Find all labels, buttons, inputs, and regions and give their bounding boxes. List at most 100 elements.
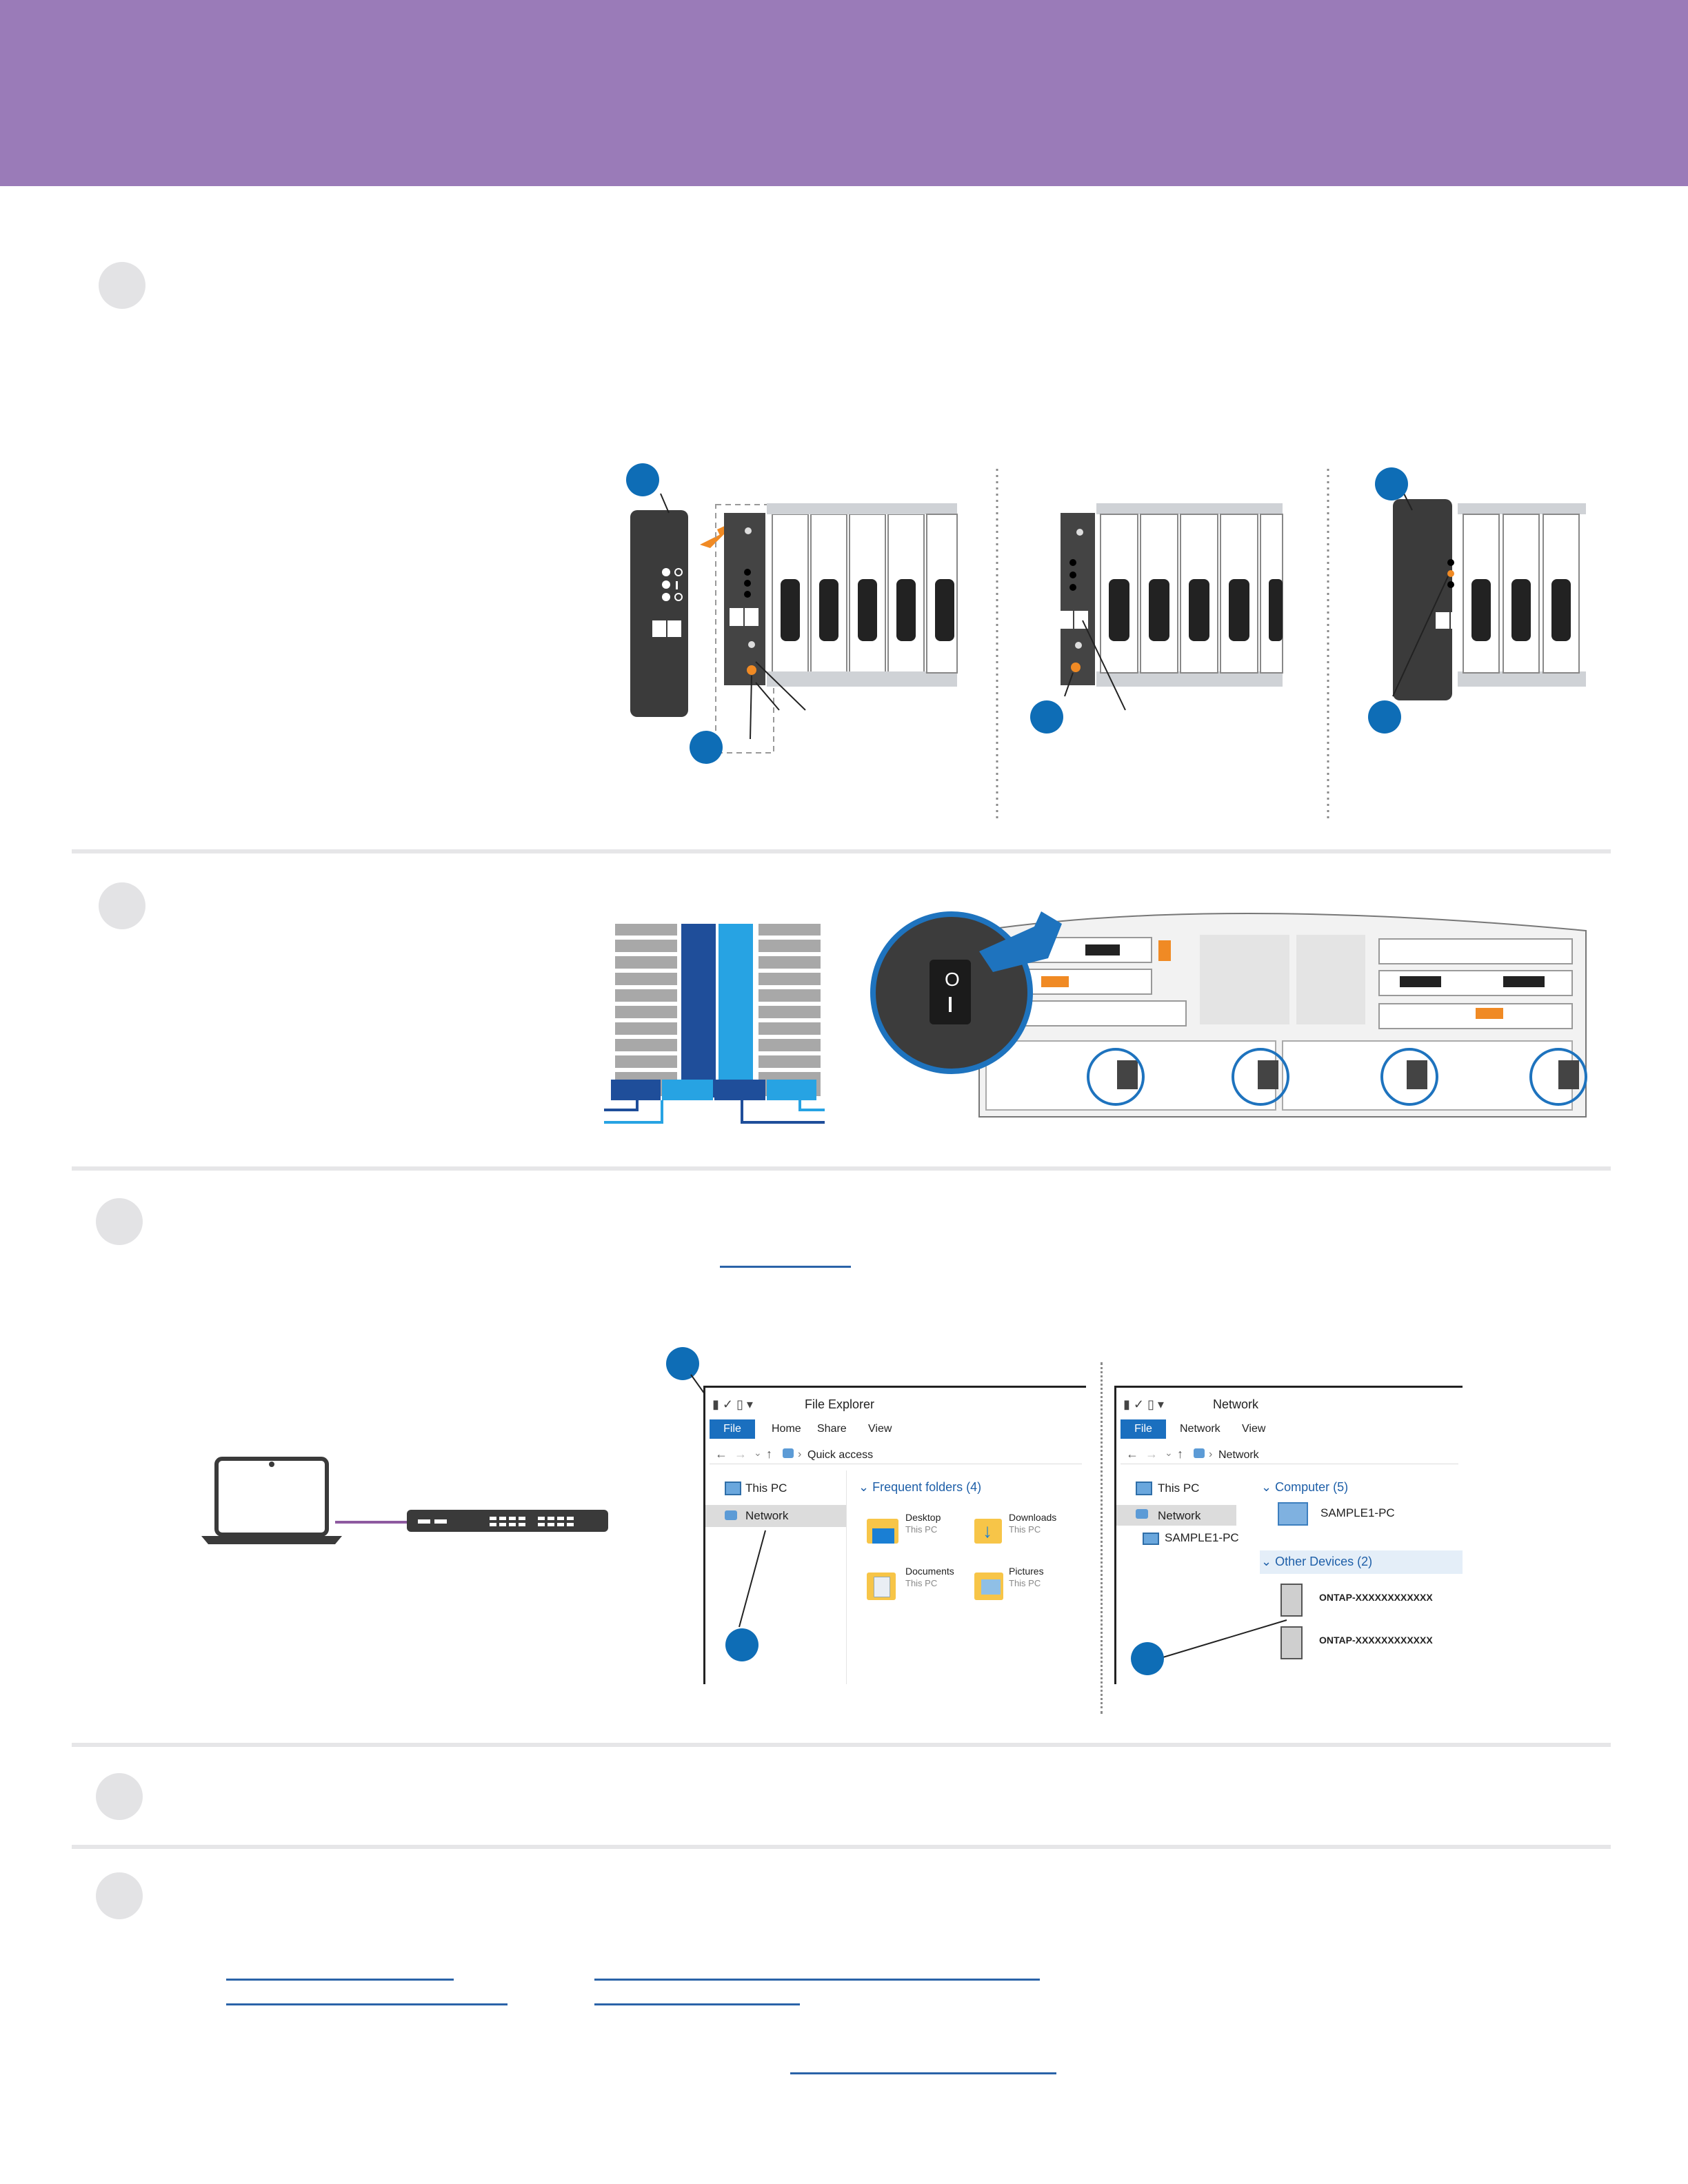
- link-underline[interactable]: [594, 1979, 1040, 1981]
- address-text: Quick access: [807, 1449, 874, 1461]
- folder-location: This PC: [1009, 1524, 1041, 1535]
- computer-icon: [725, 1482, 741, 1495]
- folder-name-desktop[interactable]: Desktop: [905, 1512, 941, 1523]
- storage-device-icon: [1280, 1626, 1303, 1659]
- breadcrumb-chevron-icon: ›: [798, 1448, 802, 1460]
- computer-icon: [1278, 1502, 1308, 1526]
- step-circle-5: [96, 1872, 143, 1919]
- desktop-icon: [872, 1528, 894, 1544]
- link-underline[interactable]: [226, 2003, 508, 2005]
- nav-item-network[interactable]: Network: [745, 1509, 789, 1522]
- header-banner: [0, 0, 1688, 186]
- folder-icon: [974, 1519, 1002, 1544]
- drive-shelf-panel-3: [1368, 467, 1586, 734]
- link-underline[interactable]: [720, 1266, 851, 1268]
- computer-section-header[interactable]: ⌄ Computer (5): [1261, 1480, 1348, 1495]
- tab-view[interactable]: View: [1242, 1423, 1266, 1435]
- computer-item[interactable]: SAMPLE1-PC: [1320, 1506, 1395, 1519]
- nav-item-sample-pc[interactable]: SAMPLE1-PC: [1165, 1531, 1239, 1544]
- folder-location: This PC: [905, 1578, 938, 1588]
- tab-share[interactable]: Share: [817, 1423, 847, 1435]
- other-devices-label: Other Devices (2): [1275, 1555, 1373, 1568]
- pdu-diagram: [604, 924, 825, 1124]
- step-circle-1: [99, 262, 145, 309]
- quick-toolbar-icons: ▮ ✓ ▯ ▾: [712, 1397, 753, 1411]
- chevron-down-icon[interactable]: ⌄: [1165, 1447, 1173, 1458]
- ribbon-tabs: File Home Share View: [705, 1419, 1086, 1439]
- link-underline[interactable]: [790, 2072, 1056, 2074]
- section-header-label: Frequent folders (4): [872, 1480, 982, 1494]
- link-underline[interactable]: [594, 2003, 800, 2005]
- network-callout: [1131, 1619, 1287, 1675]
- other-devices-header-row[interactable]: [1260, 1550, 1463, 1574]
- forward-icon[interactable]: →: [1145, 1447, 1158, 1461]
- up-icon[interactable]: ↑: [766, 1447, 772, 1461]
- nav-item-this-pc[interactable]: This PC: [1158, 1482, 1200, 1495]
- window-title: Network: [1213, 1397, 1259, 1411]
- window-title: File Explorer: [805, 1397, 875, 1411]
- step-circle-4: [96, 1773, 143, 1820]
- network-switch-icon: [407, 1510, 608, 1532]
- folder-name-downloads[interactable]: Downloads: [1009, 1512, 1057, 1523]
- file-explorer-window: ▮ ✓ ▯ ▾ File Explorer File Home Share Vi…: [703, 1386, 1086, 1684]
- network-icon: [1194, 1448, 1205, 1458]
- computer-icon: [1136, 1482, 1152, 1495]
- controller-shelf: O: [870, 911, 1587, 1118]
- address-bar[interactable]: ← → ⌄ ↑ › Quick access: [710, 1446, 1082, 1464]
- power-illustration: O: [604, 911, 1587, 1124]
- laptop-switch-diagram: [201, 1457, 608, 1544]
- folder-name-pictures[interactable]: Pictures: [1009, 1566, 1044, 1577]
- section-divider: [72, 1845, 1611, 1849]
- drive-shelf-panel-1: [626, 463, 958, 764]
- other-devices-header[interactable]: ⌄ Other Devices (2): [1261, 1555, 1372, 1569]
- device-item[interactable]: ONTAP-XXXXXXXXXXXX: [1319, 1635, 1433, 1646]
- tab-network[interactable]: Network: [1180, 1423, 1220, 1435]
- up-icon[interactable]: ↑: [1177, 1447, 1183, 1461]
- chevron-down-icon: ⌄: [858, 1480, 873, 1494]
- panel-separator: [1101, 1362, 1103, 1714]
- folder-location: This PC: [905, 1524, 938, 1535]
- step-circle-2: [99, 882, 145, 929]
- folder-grid: Desktop This PC ↓ Downloads This PC Docu…: [867, 1509, 1074, 1619]
- quick-toolbar-icons: ▮ ✓ ▯ ▾: [1123, 1397, 1164, 1411]
- network-icon: [783, 1448, 794, 1458]
- device-item[interactable]: ONTAP-XXXXXXXXXXXX: [1319, 1592, 1433, 1603]
- folder-location: This PC: [1009, 1578, 1041, 1588]
- picture-icon: [981, 1579, 1001, 1595]
- network-window: ▮ ✓ ▯ ▾ Network File Network View ← → ⌄ …: [1114, 1386, 1463, 1684]
- computer-icon: [1143, 1533, 1159, 1545]
- computer-section-label: Computer (5): [1275, 1480, 1349, 1494]
- forward-icon[interactable]: →: [734, 1447, 747, 1461]
- section-divider: [72, 1166, 1611, 1171]
- address-bar[interactable]: ← → ⌄ ↑ › Network: [1121, 1446, 1458, 1464]
- network-icon: [725, 1510, 737, 1520]
- chevron-down-icon[interactable]: ⌄: [754, 1447, 762, 1458]
- tab-file[interactable]: File: [710, 1419, 755, 1439]
- download-arrow-icon: ↓: [983, 1520, 992, 1541]
- step-circle-3: [96, 1198, 143, 1245]
- breadcrumb-chevron-icon: ›: [1209, 1448, 1213, 1460]
- svg-text:O: O: [945, 969, 960, 990]
- explorer-callouts: [666, 1347, 766, 1661]
- bezel-illustration: [626, 463, 1586, 820]
- storage-device-icon: [1280, 1584, 1303, 1617]
- section-header[interactable]: ⌄ Frequent folders (4): [858, 1480, 981, 1495]
- nav-item-this-pc[interactable]: This PC: [745, 1482, 787, 1495]
- drive-shelf-panel-2: [1030, 503, 1283, 734]
- section-divider: [72, 1743, 1611, 1747]
- address-text: Network: [1218, 1449, 1259, 1461]
- back-icon[interactable]: ←: [715, 1447, 727, 1461]
- tab-home[interactable]: Home: [772, 1423, 801, 1435]
- tab-view[interactable]: View: [868, 1423, 892, 1435]
- ribbon-tabs: File Network View: [1116, 1419, 1463, 1439]
- chevron-down-icon: ⌄: [1261, 1480, 1276, 1494]
- nav-item-network[interactable]: Network: [1158, 1509, 1201, 1522]
- tab-file[interactable]: File: [1121, 1419, 1166, 1439]
- network-icon: [1136, 1509, 1148, 1519]
- folder-name-documents[interactable]: Documents: [905, 1566, 954, 1577]
- laptop-icon: [201, 1457, 342, 1544]
- back-icon[interactable]: ←: [1126, 1447, 1138, 1461]
- nav-pane: This PC Network: [705, 1470, 847, 1684]
- link-underline[interactable]: [226, 1979, 454, 1981]
- section-divider: [72, 849, 1611, 853]
